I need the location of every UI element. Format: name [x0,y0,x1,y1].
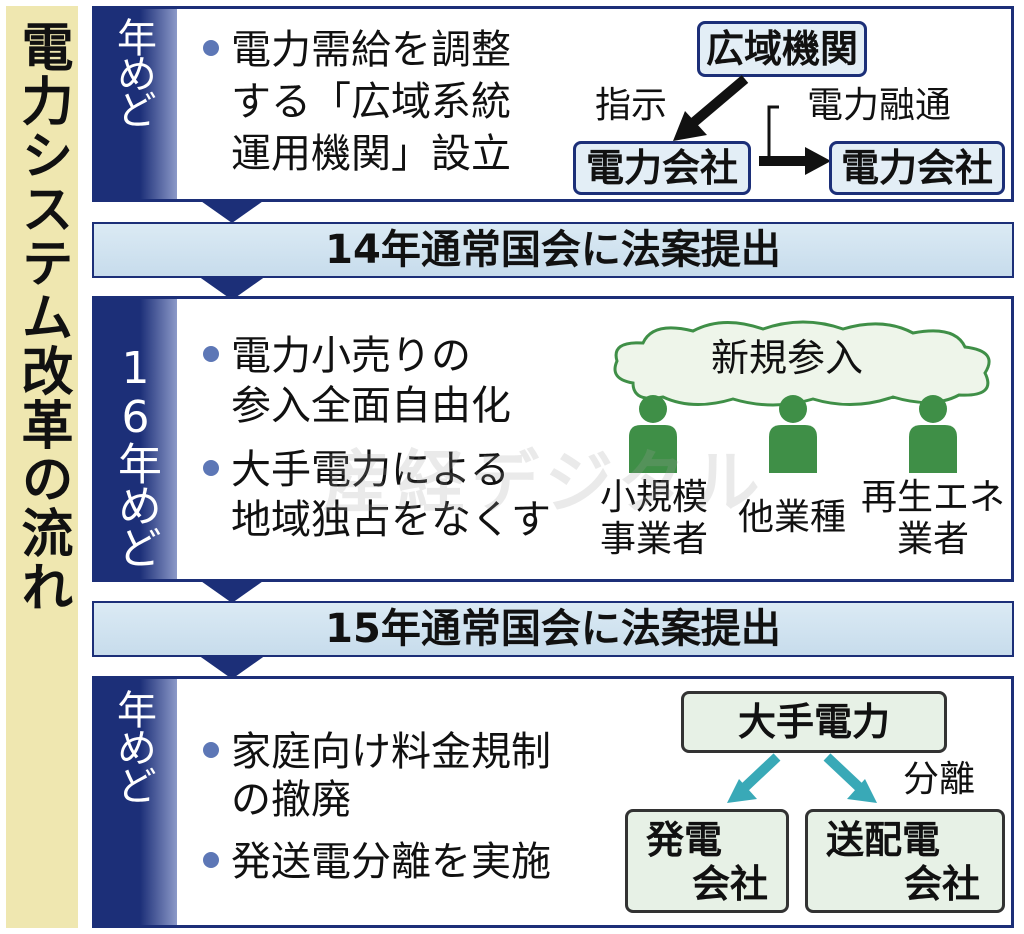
stage2-bullet1-line1: 電力小売りの [203,333,471,379]
entrant-renewable-line2: 業者 [896,519,969,560]
transfer-label: 電力融通 [807,85,952,126]
stage3-bullet1-line1: 家庭向け料金規制 [203,729,551,775]
stage-year-label: 2015年めど [110,17,212,185]
bullet-dot [203,460,219,476]
stage-2016: 16年めど 電力小売りの 参入全面自由化 大手電力による 地域独占をなくす 新規… [92,296,1014,582]
stage-2018-2020: 18〜20年めど 家庭向け料金規制 の撤廃 発送電分離を実施 大手電力 分離 発… [92,676,1014,928]
instruct-arrow-icon [673,75,749,141]
entrant-small-line2: 事業者 [599,519,708,560]
stage1-bullet-line1: 電力需給を調整 [203,27,511,73]
bullet-dot [203,346,219,362]
power-company-b-box: 電力会社 [829,141,1005,195]
generation-line2: 会社 [691,862,768,906]
stage-label-2016: 16年めど [95,299,177,579]
transmission-line2: 会社 [903,862,980,906]
stage1-bullet-line2: する「広域系統 [231,79,511,125]
watermark: 産経デジタル [323,444,766,523]
bill-2014: 14年通常国会に法案提出 [92,222,1014,278]
instruct-label: 指示 [595,85,668,126]
stage3-bullet1-line2: の撤廃 [231,777,351,823]
stage2-bullet2-line1: 大手電力による [203,447,510,493]
generation-company-box: 発電 会社 [625,809,789,913]
entrant-small-line1: 小規模 [599,477,708,518]
agency-box: 広域機関 [697,21,867,77]
cloud-icon [613,320,991,407]
flow-connector [198,579,266,603]
stage-year-label: 16年めど [110,343,161,567]
power-company-a-box: 電力会社 [573,141,751,195]
entrant-renewable-line1: 再生エネ [860,477,1005,518]
generation-line1: 発電 [646,818,723,862]
entrant-other-industry: 他業種 [737,497,846,538]
major-utility-box: 大手電力 [681,691,947,753]
person-icon [769,395,817,473]
bill-2015: 15年通常国会に法案提出 [92,601,1014,657]
flow-connector [198,655,266,679]
transmission-line1: 送配電 [826,818,941,862]
stage-year-label: 18〜20年めど [110,689,212,903]
stage-label-2018-2020: 18〜20年めど [95,679,212,925]
transfer-arrow-icon [759,105,831,175]
split-arrows-icon [727,753,877,803]
bullet-dot [203,742,219,758]
bullet-dot [203,40,219,56]
stage2-bullet2-line2: 地域独占をなくす [231,497,551,543]
stage2-bullet1-line2: 参入全面自由化 [231,383,511,429]
bullet-dot [203,852,219,868]
person-icon [909,395,957,473]
stage-2015: 2015年めど 電力需給を調整 する「広域系統 運用機関」設立 広域機関 指示 … [92,6,1014,202]
stage-label-2015: 2015年めど [95,9,212,199]
page-title: 電力システム改革の流れ [12,20,72,614]
new-entry-label: 新規参入 [711,336,864,380]
stage3-bullet2-line1: 発送電分離を実施 [203,839,551,885]
split-label: 分離 [903,759,976,800]
title-band: 電力システム改革の流れ [6,6,78,928]
stage1-bullet-line3: 運用機関」設立 [231,131,511,177]
person-icon [629,395,677,473]
transmission-company-box: 送配電 会社 [805,809,1005,913]
flow-connector [198,199,266,223]
